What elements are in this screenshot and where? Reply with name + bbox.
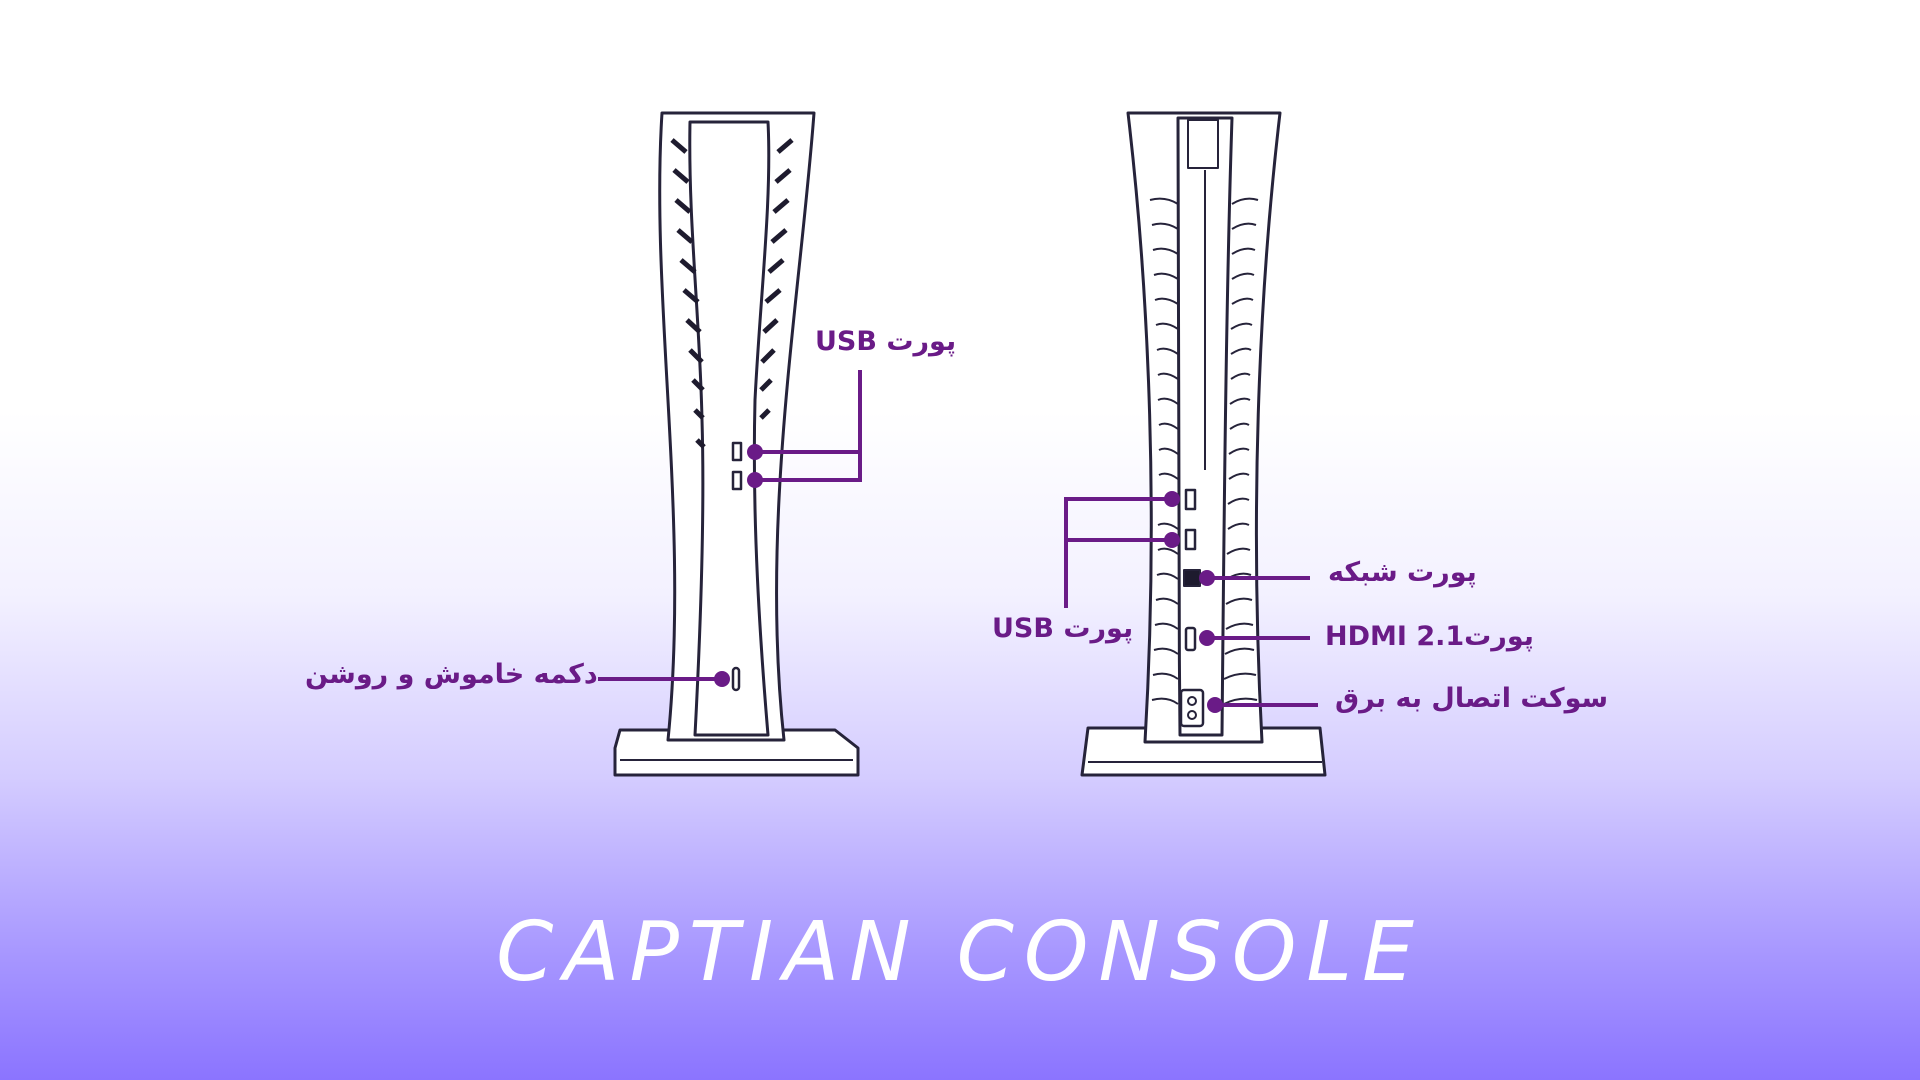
back-usb-port-1: [1184, 488, 1197, 511]
back-console: [1080, 111, 1327, 777]
front-usb-leader: [755, 370, 862, 482]
back-vent-lines: [1149, 197, 1259, 705]
front-console: [613, 111, 860, 777]
right-vent-stripes: [759, 138, 794, 420]
back-usb-port-2: [1184, 528, 1197, 551]
label-power-button: دکمه خاموش و روشن: [305, 659, 598, 690]
front-power-button: [731, 666, 741, 692]
callout-dots: [714, 444, 1223, 713]
brand-title: CAPTIAN CONSOLE: [496, 905, 1424, 1000]
back-lan-port: [1183, 569, 1201, 587]
front-usb-port-1: [731, 441, 743, 462]
back-power-socket: [1179, 688, 1205, 728]
back-usb-leader: [1064, 497, 1172, 608]
callout-lines: [598, 370, 1318, 707]
label-network-port: پورت شبکه: [1328, 557, 1477, 588]
label-back-usb: پورت USB: [992, 613, 1134, 644]
left-vent-stripes: [670, 138, 706, 449]
label-front-usb: پورت USB: [815, 326, 957, 357]
front-usb-port-2: [731, 470, 743, 491]
back-hdmi-port: [1184, 626, 1197, 652]
label-hdmi-port: پورتHDMI 2.1: [1325, 621, 1534, 652]
label-power-socket: سوکت اتصال به برق: [1335, 683, 1609, 714]
